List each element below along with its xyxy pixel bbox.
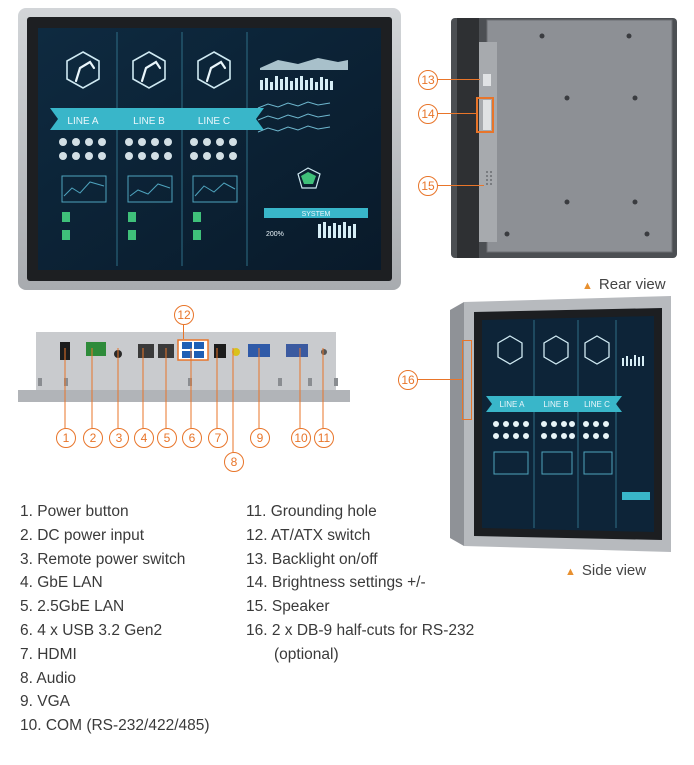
callout-14-leader [438, 113, 478, 114]
legend-item: 4. GbE LAN [20, 574, 103, 592]
legend-item: 10. COM (RS-232/422/485) [20, 717, 210, 735]
legend-item: 2. DC power input [20, 526, 145, 544]
rear-panel-drawing [451, 18, 677, 258]
legend-item: 16. 2 x DB-9 half-cuts for RS-232 [246, 621, 475, 639]
front-line-a-label: LINE A [67, 116, 98, 127]
callout-1: 1 [56, 428, 76, 448]
callout-9: 9 [250, 428, 270, 448]
callout-8: 8 [224, 452, 244, 472]
legend-item: 12. AT/ATX switch [246, 526, 371, 544]
callout-4: 4 [134, 428, 154, 448]
side-line-a-label: LINE A [500, 400, 526, 409]
legend-item: 6. 4 x USB 3.2 Gen2 [20, 621, 163, 639]
legend-left-list: 1. Power button 2. DC power input 3. Rem… [20, 500, 210, 738]
legend-item: 8. Audio [20, 669, 77, 687]
side-callout-box [462, 340, 472, 420]
legend-item: 11. Grounding hole [246, 503, 377, 520]
side-line-c-label: LINE C [584, 400, 610, 409]
rear-view-label-text: Rear view [598, 276, 666, 293]
callout-16: 16 [398, 370, 418, 390]
legend-right-list: 11. Grounding hole 12. AT/ATX switch 13.… [246, 500, 474, 667]
callout-7: 7 [208, 428, 228, 448]
legend-item-continued: (optional) [274, 645, 339, 663]
front-line-c-label: LINE C [198, 116, 230, 127]
callout-5: 5 [157, 428, 177, 448]
side-view-image: LINE A LINE B LINE C [450, 296, 671, 552]
callout-16-leader [418, 379, 462, 380]
front-panel-pc-drawing: LINE A LINE B LINE C [18, 8, 401, 290]
io-callout-row: 1 2 3 4 5 6 7 9 10 11 [56, 428, 346, 450]
callout-15-leader [438, 185, 484, 186]
callout-14: 14 [418, 104, 438, 124]
callout-13: 13 [418, 70, 438, 90]
side-view-label-text: Side view [581, 562, 647, 579]
side-line-b-label: LINE B [543, 400, 568, 409]
side-panel-drawing: LINE A LINE B LINE C [450, 296, 671, 552]
front-line-b-label: LINE B [133, 116, 165, 127]
legend-item: 3. Remote power switch [20, 550, 186, 568]
triangle-icon: ▲ [565, 566, 576, 578]
triangle-icon: ▲ [582, 280, 593, 292]
io-panel-drawing [18, 332, 350, 402]
legend-item: 9. VGA [20, 693, 70, 711]
callout-11: 11 [314, 428, 334, 448]
front-view-image: LINE A LINE B LINE C [18, 8, 401, 290]
callout-6: 6 [182, 428, 202, 448]
legend-item: 1. Power button [20, 503, 129, 520]
legend-item: 5. 2.5GbE LAN [20, 598, 125, 616]
legend-item: 14. Brightness settings +/- [246, 574, 426, 592]
callout-2: 2 [83, 428, 103, 448]
callout-3: 3 [109, 428, 129, 448]
legend-item: 13. Backlight on/off [246, 550, 378, 568]
front-percent-label: 200% [266, 231, 284, 238]
io-callout-leaders [64, 348, 324, 452]
callout-12: 12 [174, 305, 194, 325]
front-system-label: SYSTEM [302, 211, 331, 218]
rear-view-label: ▲ Rear view [582, 276, 666, 293]
io-panel-image [18, 322, 350, 412]
legend-item: 15. Speaker [246, 598, 330, 616]
legend-item: 7. HDMI [20, 645, 77, 663]
callout-10: 10 [291, 428, 311, 448]
callout-15: 15 [418, 176, 438, 196]
callout-12-leader [183, 325, 184, 339]
callout-13-leader [438, 79, 480, 80]
rear-view-image [447, 14, 683, 264]
side-view-label: ▲ Side view [565, 562, 646, 579]
